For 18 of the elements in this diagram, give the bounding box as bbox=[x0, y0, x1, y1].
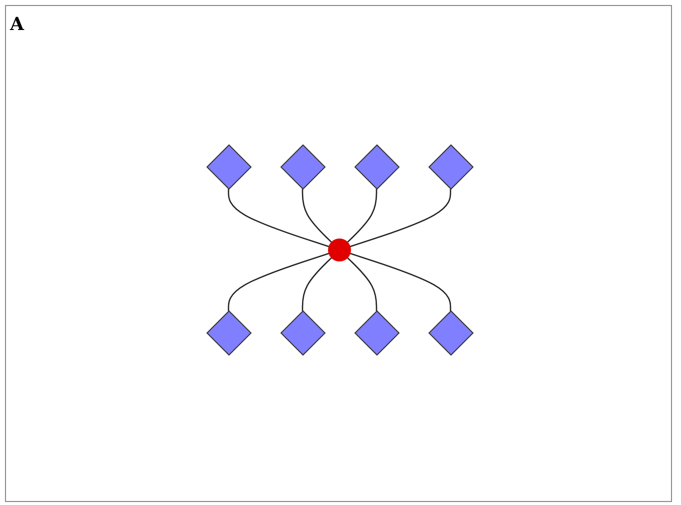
connector bbox=[228, 189, 330, 248]
node-diamond bbox=[354, 144, 400, 190]
connector bbox=[346, 189, 378, 243]
node-diamond bbox=[206, 310, 252, 356]
node-circle bbox=[328, 238, 351, 262]
node-diamond bbox=[428, 310, 474, 356]
connector bbox=[346, 257, 378, 311]
node-diamond bbox=[428, 144, 474, 190]
node-diamond bbox=[206, 144, 252, 190]
connector bbox=[350, 189, 452, 248]
connector bbox=[350, 252, 452, 311]
connector bbox=[302, 257, 332, 311]
node-diamond bbox=[354, 310, 400, 356]
panel-letter: A bbox=[10, 14, 24, 35]
connector bbox=[302, 189, 332, 243]
node-diamond bbox=[280, 310, 326, 356]
connector bbox=[228, 252, 330, 311]
node-diamond bbox=[280, 144, 326, 190]
